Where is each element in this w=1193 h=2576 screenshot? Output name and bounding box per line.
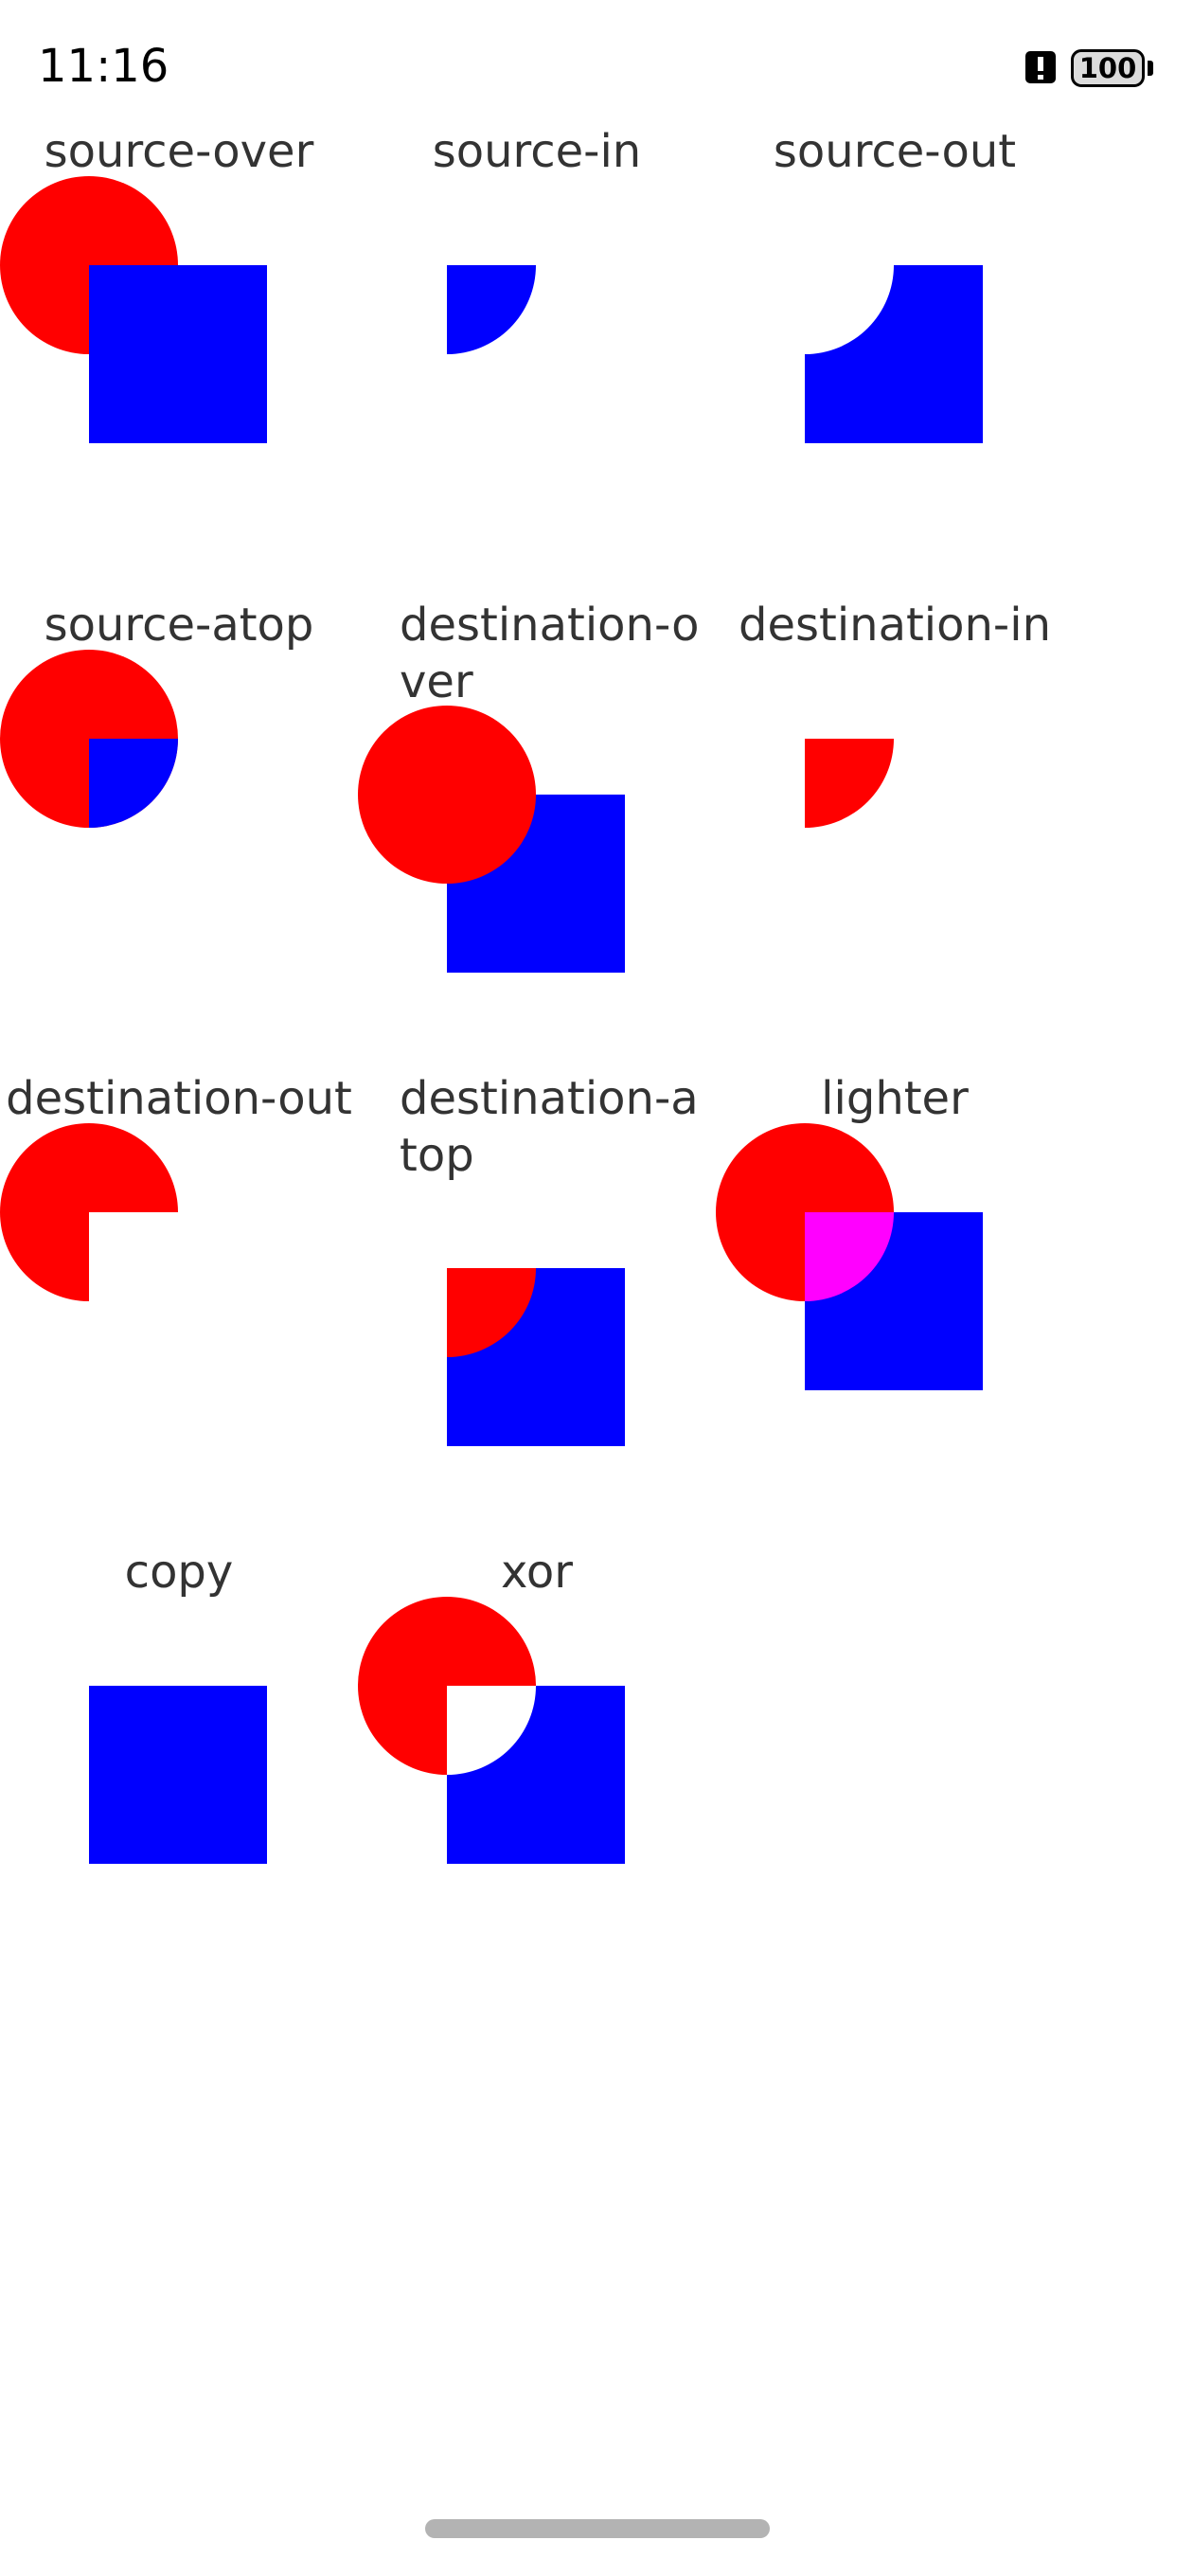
composite-cell-destination-atop: destination-atop [358,1070,716,1544]
shape-group [358,706,625,973]
circle-in-square-shape [805,739,894,828]
composite-cell-lighter: lighter [716,1070,1074,1544]
composite-cell-source-atop: source-atop [0,597,358,1070]
circle-xor-shape [358,1597,536,1775]
composite-canvas [358,1597,625,1864]
composite-canvas [0,650,178,828]
battery-tip [1148,61,1153,76]
square-shape [89,1686,267,1864]
composite-canvas [447,1268,625,1446]
composite-canvas [805,739,894,828]
composite-canvas [0,176,267,443]
mode-label: destination-atop [400,1072,699,1182]
mode-label: copy [124,1546,234,1599]
composite-mode-grid: source-over source-in source-out source-ato… [0,123,1074,2017]
composite-canvas [89,1686,267,1864]
mode-label: source-atop [44,599,314,652]
composite-canvas [0,1123,178,1301]
shape-group [805,265,983,443]
battery-icon: 100 [1071,49,1154,87]
mode-label: xor [500,1546,574,1599]
mode-label: source-out [773,125,1017,178]
home-indicator[interactable] [425,2519,770,2538]
mode-label: destination-in [738,599,1052,652]
composite-cell-destination-out: destination-out [0,1070,358,1544]
composite-cell-copy: copy [0,1544,358,2017]
shape-group [716,1123,983,1390]
shape-group [805,739,894,828]
shape-group [447,1268,625,1446]
mode-label: lighter [821,1072,969,1125]
shape-group [358,1597,625,1864]
square-shape [89,265,267,443]
square-in-circle-shape [447,265,536,354]
composite-canvas [805,265,983,443]
shape-group [0,176,267,443]
composite-cell-xor: xor [358,1544,716,2017]
composite-canvas [358,706,625,973]
mode-label: destination-out [6,1072,352,1125]
circle-out-square-shape [0,1123,178,1301]
composite-cell-source-out: source-out [716,123,1074,597]
shape-group [0,650,178,828]
mode-label: source-over [44,125,314,178]
alert-icon [1025,51,1056,83]
composite-cell-source-over: source-over [0,123,358,597]
composite-canvas [447,265,536,354]
shape-group [447,265,536,354]
battery-level: 100 [1078,52,1137,84]
composite-cell-destination-in: destination-in [716,597,1074,1070]
circle-atop-square-shape [447,1268,536,1357]
status-time: 11:16 [38,40,169,93]
shape-group [0,1123,178,1301]
composite-cell-destination-over: destination-over [358,597,716,1070]
status-bar: 11:16 100 [0,0,1193,123]
shape-group [89,1686,267,1864]
square-out-circle-shape [805,265,983,443]
mode-label: destination-over [400,599,700,708]
square-xor-shape [447,1686,625,1864]
composite-cell-source-in: source-in [358,123,716,597]
battery-body [1071,49,1145,87]
square-atop-circle-shape [89,739,178,828]
lighter-overlap-shape [805,1212,894,1301]
circle-shape [358,706,536,884]
mode-label: source-in [432,125,642,178]
composite-canvas [716,1123,983,1390]
